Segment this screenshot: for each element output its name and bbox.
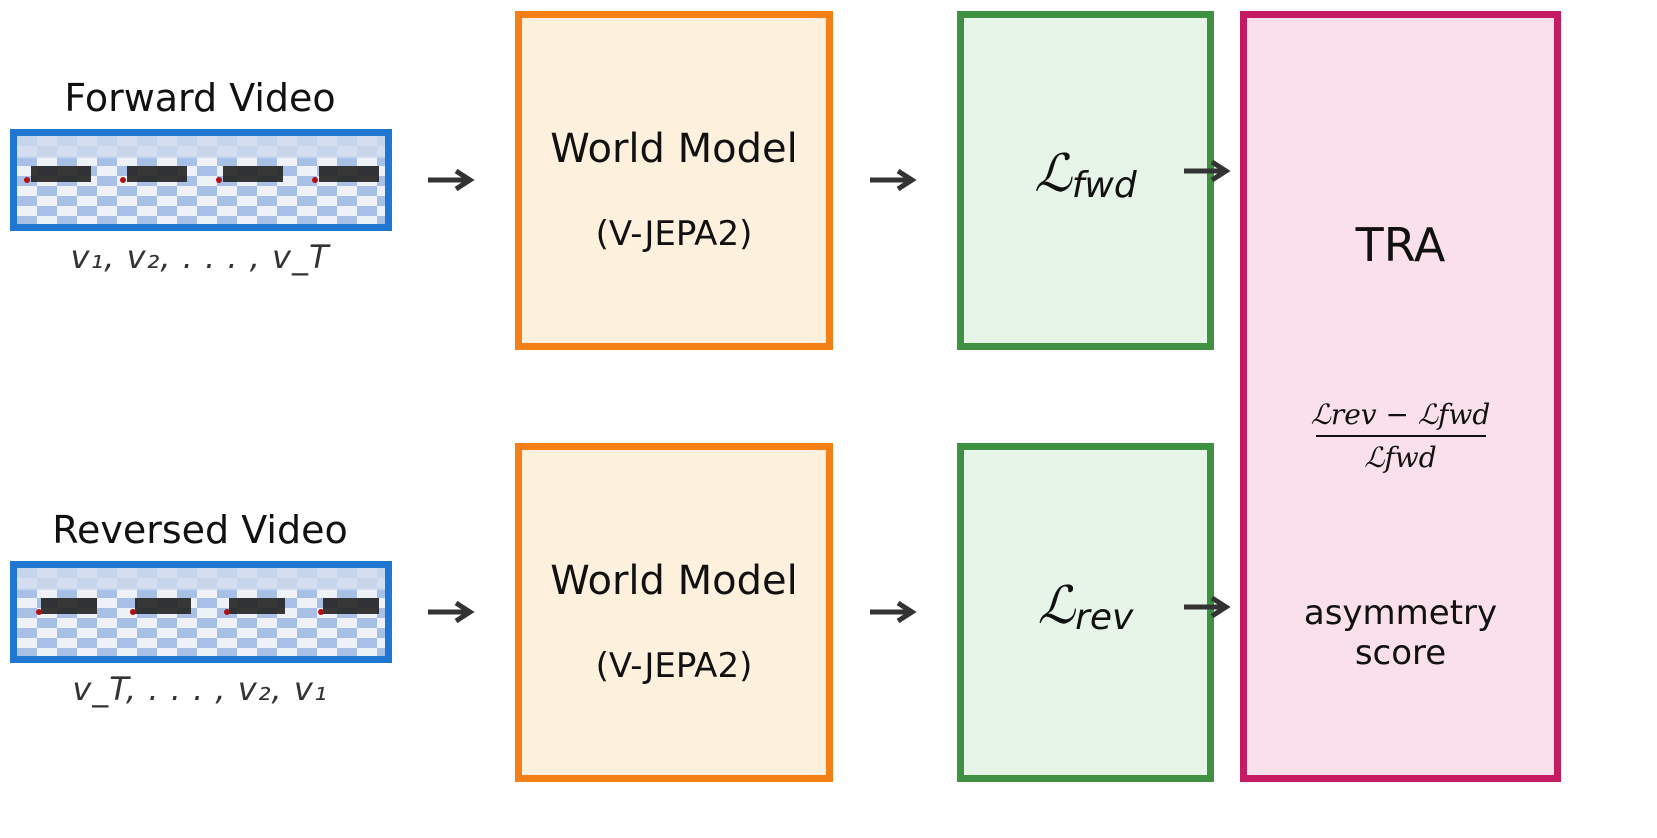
tra-title: TRA [1355,218,1446,272]
tra-box: TRA ℒrev − ℒfwd ℒfwd asymmetry score [1240,11,1561,782]
loss-box-forward: ℒfwd [957,11,1214,350]
tra-formula-numerator: ℒrev − ℒfwd [1310,398,1491,431]
reversed-video-frames [17,568,385,656]
tra-formula-denominator: ℒfwd [1364,441,1437,474]
loss-reversed-label: ℒrev [1037,576,1134,638]
reversed-video-thumbnail [10,561,392,663]
reversed-video-title: Reversed Video [52,508,348,552]
arrow-right-icon [868,600,918,624]
loss-box-reversed: ℒrev [957,443,1214,782]
forward-video-frames [17,136,385,224]
world-model-subtitle: (V-JEPA2) [595,646,753,686]
arrow-right-icon [1182,159,1232,183]
arrow-right-icon [1182,595,1232,619]
world-model-subtitle: (V-JEPA2) [595,214,753,254]
world-model-box-reversed: World Model (V-JEPA2) [515,443,833,782]
forward-video-title: Forward Video [64,76,336,120]
world-model-title: World Model [550,126,798,172]
world-model-title: World Model [550,558,798,604]
tra-caption: asymmetry score [1247,593,1554,673]
world-model-box-forward: World Model (V-JEPA2) [515,11,833,350]
arrow-right-icon [868,168,918,192]
reversed-sequence-label: v_T, . . . , v₂, v₁ [72,670,328,708]
arrow-right-icon [426,600,476,624]
forward-video-thumbnail [10,129,392,231]
tra-caption-line2: score [1354,633,1447,673]
arrow-right-icon [426,168,476,192]
tra-formula: ℒrev − ℒfwd ℒfwd [1247,398,1554,474]
tra-caption-line1: asymmetry [1303,593,1498,633]
forward-sequence-label: v₁, v₂, . . . , v_T [70,238,330,276]
loss-forward-label: ℒfwd [1034,144,1137,206]
fraction-bar [1315,435,1486,437]
